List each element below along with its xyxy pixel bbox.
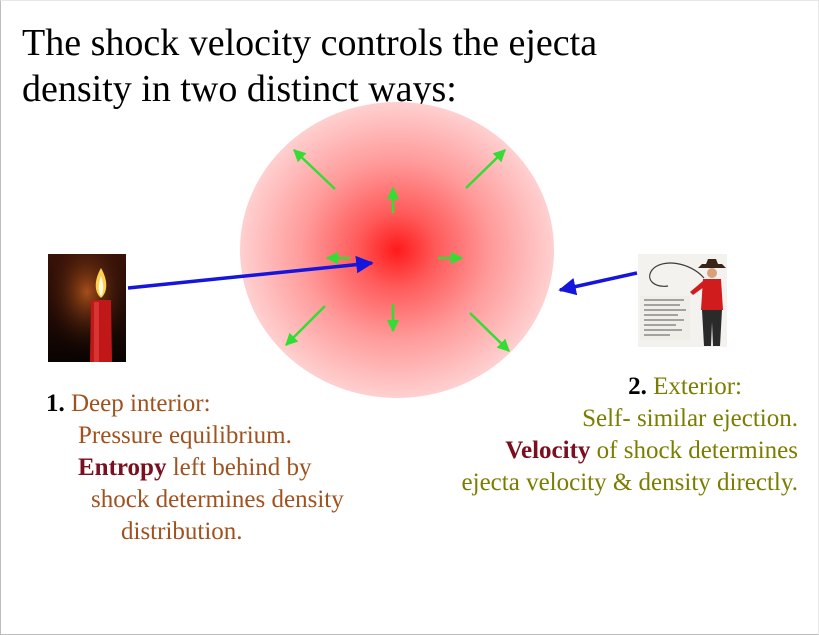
candle-body xyxy=(90,300,112,362)
whip-icon xyxy=(649,262,705,287)
exterior-heading: Exterior: xyxy=(653,373,742,400)
exterior-line-3-rest: of shock determines xyxy=(590,437,798,464)
velocity-keyword: Velocity xyxy=(505,437,591,464)
outflow-arrow-se xyxy=(469,312,510,352)
cowboy-whip-photo xyxy=(638,254,727,347)
slide-title: The shock velocity controls the ejecta d… xyxy=(22,20,742,112)
interior-line-4: shock determines density xyxy=(91,486,344,513)
interior-line-3-rest: left behind by xyxy=(166,454,312,481)
interior-line-2: Pressure equilibrium. xyxy=(78,422,292,449)
exterior-line-4: ejecta velocity & density directly. xyxy=(461,469,798,496)
interior-pointer-arrow xyxy=(127,255,374,290)
outflow-arrow-ne xyxy=(465,149,506,189)
exterior-number: 2. xyxy=(628,373,647,400)
title-line-1: The shock velocity controls the ejecta xyxy=(22,22,598,64)
cowboy-body xyxy=(701,279,723,310)
exterior-description: 2. Exterior: Self- similar ejection. Vel… xyxy=(396,371,798,499)
outflow-arrow-sw xyxy=(285,305,326,346)
shock-sphere xyxy=(240,102,554,398)
interior-line-5: distribution. xyxy=(121,518,243,545)
outflow-arrows xyxy=(285,149,510,352)
interior-heading-line: 1. Deep interior: xyxy=(46,388,406,420)
exterior-heading-line: 2. Exterior: xyxy=(396,371,798,403)
candle-photo xyxy=(48,254,126,362)
exterior-line-2: Self- similar ejection. xyxy=(582,405,798,432)
exterior-pointer-arrow xyxy=(558,271,638,296)
outflow-arrow-nw xyxy=(293,149,336,190)
interior-heading: Deep interior: xyxy=(71,390,211,417)
entropy-keyword: Entropy xyxy=(78,454,167,481)
interior-description: 1. Deep interior: Pressure equilibrium. … xyxy=(46,388,406,548)
interior-number: 1. xyxy=(46,390,65,417)
exterior-line-3: Velocity of shock determines xyxy=(396,435,798,467)
cowboy-hat-icon xyxy=(698,259,726,268)
interior-line-3: Entropy left behind by xyxy=(46,452,406,484)
